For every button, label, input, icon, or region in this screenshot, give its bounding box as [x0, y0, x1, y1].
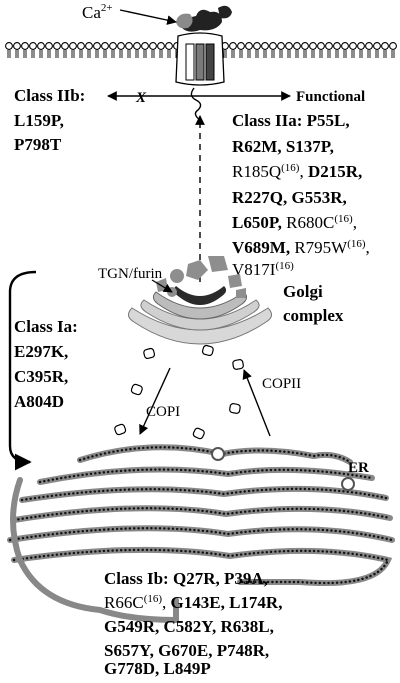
svg-text:G778D, L849P: G778D, L849P	[104, 659, 211, 678]
copi-label: COPI	[146, 404, 180, 420]
class-2b-mutation-1: L159P,	[14, 111, 64, 130]
calcium-arrow	[119, 9, 177, 25]
svg-text:Class IIa: P55L,: Class IIa: P55L,	[232, 111, 350, 130]
class-1a-mutation-2: C395R,	[14, 367, 68, 386]
class-1a-mutation-3: A804D	[14, 392, 64, 411]
svg-text:R227Q, G553R,: R227Q, G553R,	[232, 188, 347, 207]
copii-label: COPII	[262, 376, 301, 392]
class-2b-title: Class IIb:	[14, 86, 85, 105]
svg-text:V689M, R795W(16),: V689M, R795W(16),	[232, 238, 370, 257]
svg-text:R66C(16), G143E, L174R,: R66C(16), G143E, L174R,	[104, 593, 282, 612]
functional-label: Functional	[296, 89, 365, 105]
class-2a-list: Class IIa: P55L, R62M, S137P, R185Q(16),…	[232, 111, 370, 279]
class-1b-title: Class Ib:	[104, 569, 169, 588]
copi-arrow	[139, 367, 171, 435]
golgi-complex-icon	[128, 256, 272, 345]
golgi-label-line-1: Golgi	[283, 282, 323, 301]
tgn-furin-label: TGN/furin	[98, 266, 163, 282]
calcium-label: Ca2+	[82, 2, 113, 22]
svg-text:R62M, S137P,: R62M, S137P,	[232, 137, 334, 156]
class-1a-title: Class Ia:	[14, 317, 78, 336]
svg-text:V817I(16): V817I(16)	[232, 260, 294, 279]
svg-text:G549R, C582Y, R638L,: G549R, C582Y, R638L,	[104, 617, 274, 636]
x-mark: X	[135, 90, 147, 106]
class-2b-mutation-2: P798T	[14, 135, 62, 154]
svg-text:R185Q(16), D215R,: R185Q(16), D215R,	[232, 162, 362, 181]
class-1b-list: Class Ib: Q27R, P39A, R66C(16), G143E, L…	[104, 569, 282, 678]
svg-text:Class Ib: Q27R, P39A,: Class Ib: Q27R, P39A,	[104, 569, 268, 588]
golgi-label-line-2: complex	[283, 306, 344, 325]
class-2a-title: Class IIa:	[232, 111, 302, 130]
receptor-icon	[175, 5, 232, 121]
functional-axis: X Functional	[107, 89, 365, 106]
er-label: ER	[348, 460, 369, 476]
class-1a-mutation-1: E297K,	[14, 342, 68, 361]
tgn-arrow	[151, 279, 173, 293]
svg-text:S657Y, G670E, P748R,: S657Y, G670E, P748R,	[104, 641, 269, 660]
svg-text:L650P, R680C(16),: L650P, R680C(16),	[232, 213, 357, 232]
endoplasmic-reticulum-icon	[7, 444, 395, 623]
copii-arrow	[242, 369, 271, 437]
vesicles	[114, 344, 244, 440]
retrograde-arrow	[8, 270, 37, 471]
